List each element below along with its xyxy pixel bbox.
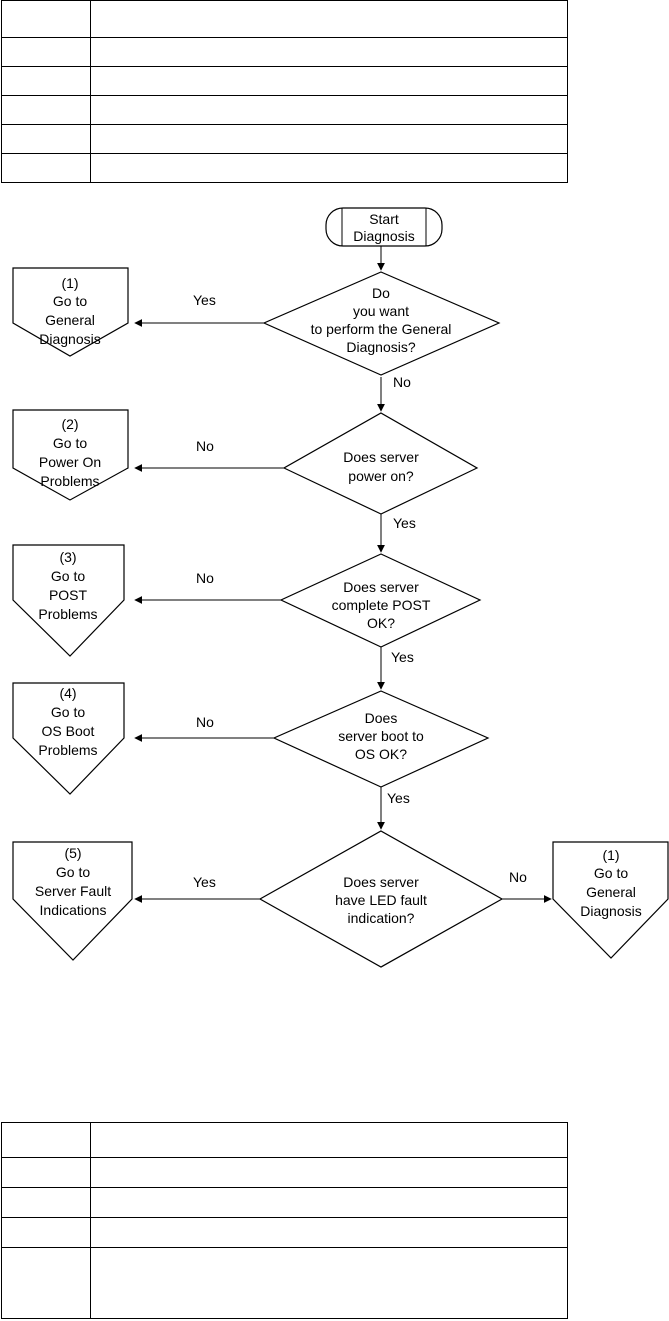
destination-post-line-4: Problems (38, 606, 97, 622)
edge-label-boot-yes: Yes (387, 790, 410, 806)
destination-fault-line-3: Server Fault (35, 883, 111, 899)
table-header-row (2, 1, 567, 38)
bottom-table (1, 1122, 568, 1319)
destination-os-boot-problems: (4) Go to OS Boot Problems (12, 682, 125, 795)
destination-boot-line-2: Go to (51, 704, 85, 720)
destination-fault-line-4: Indications (40, 902, 107, 918)
destination-general-right-line-2: Go to (594, 865, 628, 881)
destination-general-line-3: General (45, 312, 95, 328)
start-label-line-1: Start (369, 211, 399, 227)
edge-labels: Yes No No Yes No Yes No Yes Yes No (193, 292, 527, 890)
destination-power-line-1: (2) (61, 416, 78, 432)
decision-power-line-1: Does server (343, 449, 419, 465)
decision-boot-line-1: Does (365, 710, 398, 726)
destination-boot-line-4: Problems (38, 742, 97, 758)
destination-power-on-problems: (2) Go to Power On Problems (12, 409, 129, 501)
decision-power-line-2: power on? (348, 468, 414, 484)
horizontal-connectors (134, 319, 552, 903)
edge-label-post-no: No (196, 570, 214, 586)
edge-label-general-no: No (393, 374, 411, 390)
destination-general-line-2: Go to (53, 293, 87, 309)
diagnosis-flowchart: Start Diagnosis Do you want to perform t… (12, 207, 669, 968)
table-row (2, 38, 567, 67)
destination-general-right-line-1: (1) (602, 847, 619, 863)
destination-fault-line-1: (5) (64, 845, 81, 861)
destination-general-line-1: (1) (61, 275, 78, 291)
destination-general-right-line-4: Diagnosis (580, 903, 641, 919)
edge-label-power-no: No (196, 438, 214, 454)
edge-label-led-yes: Yes (193, 874, 216, 890)
decision-general-line-3: to perform the General (311, 321, 452, 337)
edge-label-general-yes: Yes (193, 292, 216, 308)
destination-post-line-3: POST (49, 587, 88, 603)
table-row (2, 1218, 567, 1248)
table-row (2, 125, 567, 154)
table-row (2, 1248, 567, 1318)
decision-led-line-3: indication? (348, 910, 415, 926)
destination-fault-line-2: Go to (56, 864, 90, 880)
edge-label-led-no: No (509, 869, 527, 885)
table-column-divider (90, 1123, 91, 1318)
destination-boot-line-3: OS Boot (42, 723, 95, 739)
destination-post-problems: (3) Go to POST Problems (12, 544, 125, 657)
table-header-row (2, 1123, 567, 1158)
destination-power-line-4: Problems (40, 473, 99, 489)
decision-boot-line-2: server boot to (338, 728, 424, 744)
edge-label-power-yes: Yes (393, 515, 416, 531)
start-terminator: Start Diagnosis (325, 207, 443, 247)
table-row (2, 67, 567, 96)
table-column-divider (90, 1, 91, 182)
decision-post-line-2: complete POST (332, 597, 431, 613)
destination-general-line-4: Diagnosis (39, 331, 100, 347)
destination-general-right-line-3: General (586, 884, 636, 900)
destination-boot-line-1: (4) (59, 685, 76, 701)
decision-led-line-1: Does server (343, 874, 419, 890)
decision-boot: Does server boot to OS OK? (272, 690, 490, 788)
decision-led-line-2: have LED fault (335, 892, 427, 908)
destination-server-fault-indications: (5) Go to Server Fault Indications (12, 841, 133, 961)
decision-post: Does server complete POST OK? (279, 553, 482, 648)
destination-power-line-2: Go to (53, 435, 87, 451)
destination-power-line-3: Power On (39, 454, 101, 470)
destination-general-diagnosis-right: (1) Go to General Diagnosis (552, 841, 669, 959)
table-row (2, 1158, 567, 1188)
decision-general-line-2: you want (353, 303, 409, 319)
decision-general-line-4: Diagnosis? (346, 339, 415, 355)
decision-boot-line-3: OS OK? (355, 746, 407, 762)
destination-post-line-1: (3) (59, 549, 76, 565)
edge-label-boot-no: No (196, 714, 214, 730)
edge-label-post-yes: Yes (391, 649, 414, 665)
destination-post-line-2: Go to (51, 568, 85, 584)
start-label-line-2: Diagnosis (353, 228, 414, 244)
decision-led: Does server have LED fault indication? (258, 830, 504, 968)
decision-general-line-1: Do (372, 285, 390, 301)
table-row (2, 96, 567, 125)
decision-post-line-1: Does server (343, 579, 419, 595)
table-row (2, 1188, 567, 1218)
decision-power: Does server power on? (282, 412, 479, 515)
top-table (1, 0, 568, 183)
decision-post-line-3: OK? (367, 615, 395, 631)
destination-general-diagnosis: (1) Go to General Diagnosis (12, 267, 129, 357)
decision-general: Do you want to perform the General Diagn… (262, 271, 501, 376)
